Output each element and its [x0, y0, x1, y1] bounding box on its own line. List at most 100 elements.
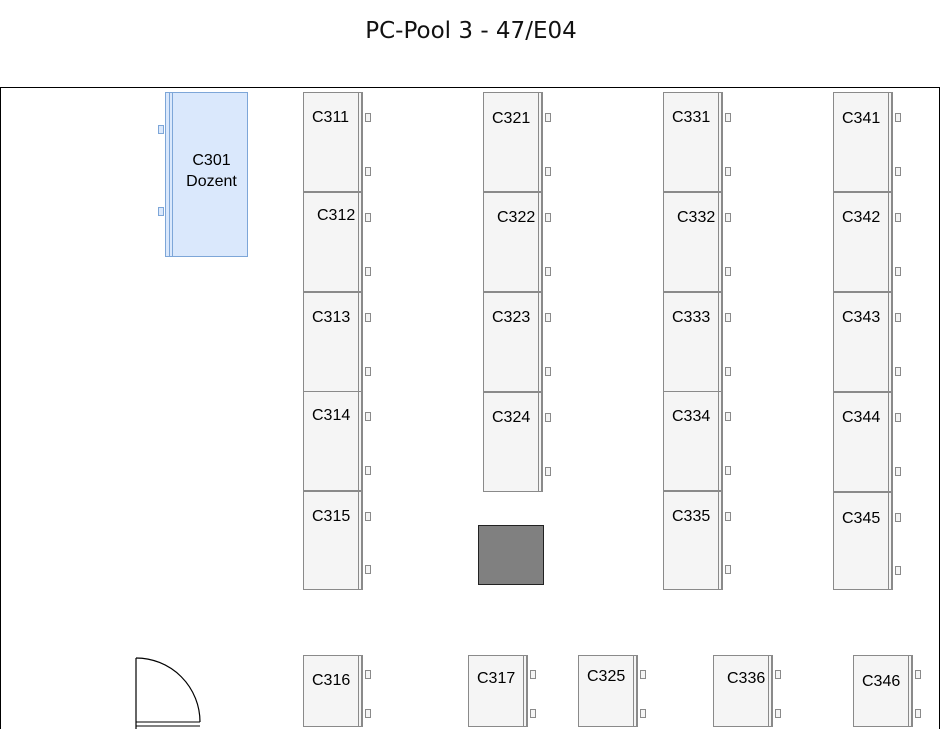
chair-icon: [895, 413, 901, 422]
desk-c341[interactable]: C341: [833, 92, 901, 192]
chair-icon: [725, 213, 731, 222]
desk-label: C336: [727, 670, 766, 687]
desk-c332[interactable]: C332: [663, 192, 731, 292]
desk-label: C311: [312, 109, 350, 126]
chair-icon: [895, 467, 901, 476]
desk-edge: [888, 193, 892, 291]
chair-icon: [545, 267, 551, 276]
desk-c322[interactable]: C322: [483, 192, 551, 292]
chair-icon: [725, 512, 731, 521]
desk-label: C333: [672, 309, 711, 326]
chair-icon: [895, 513, 901, 522]
desk-c333[interactable]: C333: [663, 292, 731, 392]
chair-icon: [365, 313, 371, 322]
chair-icon: [545, 367, 551, 376]
chair-icon: [545, 213, 551, 222]
desk-label: C314: [312, 407, 351, 424]
desk-edge: [358, 293, 362, 391]
chair-icon: [545, 467, 551, 476]
desk-edge: [888, 93, 892, 191]
desk-edge: [718, 392, 722, 490]
desk-label: C335: [672, 508, 711, 525]
teacher-desk-id: C301: [192, 152, 231, 169]
desk-c331[interactable]: C331: [663, 92, 731, 192]
desk-c313[interactable]: C313: [303, 292, 371, 392]
teacher-desk-label: C301 Dozent: [174, 150, 249, 192]
chair-icon: [895, 167, 901, 176]
chair-icon: [365, 213, 371, 222]
chair-icon: [365, 670, 371, 679]
desk-edge: [538, 93, 542, 191]
desk-c342[interactable]: C342: [833, 192, 901, 292]
desk-label: C345: [842, 510, 881, 527]
desk-c316[interactable]: C316: [303, 655, 371, 727]
door-icon: [135, 657, 201, 729]
desk-c315[interactable]: C315: [303, 491, 371, 590]
desk-label: C331: [672, 109, 711, 126]
desk-c312[interactable]: C312: [303, 192, 371, 292]
desk-label: C325: [587, 668, 626, 685]
chair-icon: [365, 412, 371, 421]
chair-icon: [775, 670, 781, 679]
desk-c324[interactable]: C324: [483, 392, 551, 492]
desk-edge: [768, 656, 772, 726]
desk-c345[interactable]: C345: [833, 492, 901, 590]
desk-c317[interactable]: C317: [468, 655, 536, 727]
desk-edge: [538, 293, 542, 391]
desk-edge: [718, 93, 722, 191]
chair-icon: [725, 466, 731, 475]
desk-edge: [358, 392, 362, 490]
chair-icon: [365, 367, 371, 376]
chair-icon: [545, 413, 551, 422]
desk-label: C321: [492, 110, 531, 127]
desk-c335[interactable]: C335: [663, 491, 731, 590]
desk-c325[interactable]: C325: [578, 655, 646, 727]
desk-label: C313: [312, 309, 351, 326]
desk-label: C342: [842, 209, 881, 226]
desk-label: C324: [492, 409, 531, 426]
desk-c334[interactable]: C334: [663, 391, 731, 491]
chair-icon: [725, 167, 731, 176]
desk-label: C334: [672, 408, 711, 425]
desk-label: C343: [842, 309, 881, 326]
chair-icon: [725, 412, 731, 421]
chair-icon: [365, 267, 371, 276]
desk-edge: [358, 93, 362, 191]
desk-label: C316: [312, 672, 351, 689]
desk-label: C323: [492, 309, 531, 326]
desk-edge: [169, 93, 173, 256]
desk-edge: [358, 656, 362, 726]
chair-icon: [895, 313, 901, 322]
chair-icon: [545, 167, 551, 176]
chair-icon: [775, 709, 781, 718]
chair-icon: [640, 670, 646, 679]
teacher-desk[interactable]: C301 Dozent: [158, 92, 249, 257]
chair-icon: [365, 709, 371, 718]
desk-c344[interactable]: C344: [833, 392, 901, 492]
desk-label: C315: [312, 508, 351, 525]
desk-label: C332: [677, 209, 716, 226]
chair-icon: [530, 670, 536, 679]
desk-c323[interactable]: C323: [483, 292, 551, 392]
desk-c346[interactable]: C346: [853, 655, 921, 727]
chair-icon: [158, 125, 164, 134]
desk-edge: [888, 493, 892, 589]
chair-icon: [895, 367, 901, 376]
desk-c343[interactable]: C343: [833, 292, 901, 392]
chair-icon: [895, 113, 901, 122]
chair-icon: [725, 565, 731, 574]
desk-edge: [358, 193, 362, 291]
teacher-desk-role: Dozent: [186, 173, 237, 190]
chair-icon: [895, 267, 901, 276]
desk-c314[interactable]: C314: [303, 391, 371, 491]
chair-icon: [545, 313, 551, 322]
desk-edge: [538, 393, 542, 491]
desk-edge: [718, 193, 722, 291]
chair-icon: [725, 267, 731, 276]
desk-c336[interactable]: C336: [713, 655, 781, 727]
desk-c321[interactable]: C321: [483, 92, 551, 192]
desk-c311[interactable]: C311: [303, 92, 371, 192]
desk-edge: [523, 656, 527, 726]
desk-label: C322: [497, 209, 536, 226]
desk-label: C346: [862, 673, 901, 690]
